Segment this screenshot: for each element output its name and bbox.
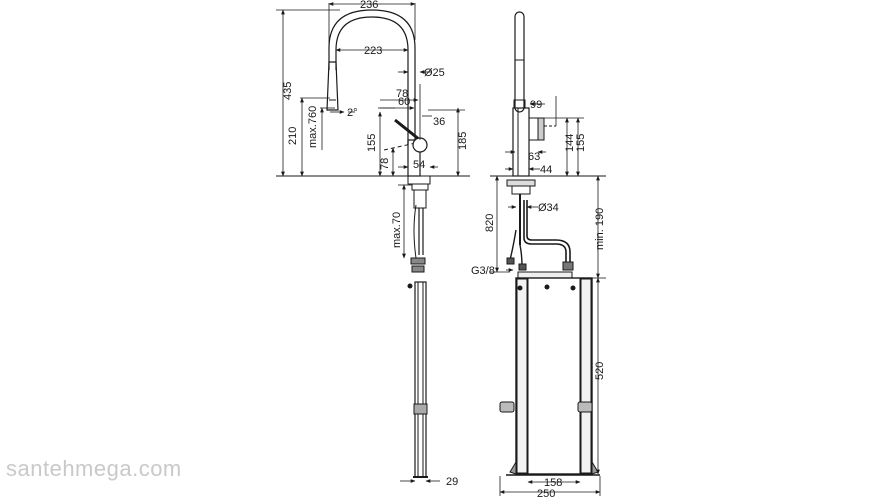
base-plate bbox=[407, 175, 431, 185]
dim-max-760: max.760 bbox=[307, 106, 319, 148]
dim-d34: Ø34 bbox=[538, 202, 559, 214]
weight-box bbox=[515, 277, 593, 475]
front-view-labels: 99 63 44 144 155 Ø34 820 min. 190 G3/8 5… bbox=[471, 99, 606, 500]
dim-min-190: min. 190 bbox=[594, 208, 606, 250]
dim-155-front: 155 bbox=[575, 134, 587, 152]
dim-99: 99 bbox=[530, 99, 542, 111]
spout-arc-inner bbox=[335, 16, 409, 145]
dim-g3-8: G3/8 bbox=[471, 265, 495, 277]
dim-210: 210 bbox=[287, 127, 299, 145]
dim-155: 155 bbox=[366, 134, 378, 152]
wall-clip-left bbox=[499, 401, 515, 413]
side-view-labels: 236 223 Ø25 435 210 max.760 2° 78 60 36 … bbox=[282, 0, 469, 488]
dim-520: 520 bbox=[594, 362, 606, 380]
dim-2deg: 2° bbox=[347, 107, 358, 119]
dim-44: 44 bbox=[540, 164, 552, 176]
front-handle bbox=[537, 117, 545, 141]
dim-54: 54 bbox=[413, 159, 425, 171]
front-view bbox=[490, 11, 606, 496]
dim-158: 158 bbox=[544, 477, 562, 489]
dim-236: 236 bbox=[360, 0, 378, 11]
spray-head bbox=[326, 61, 339, 111]
dim-223: 223 bbox=[364, 45, 382, 57]
front-body bbox=[512, 107, 530, 177]
dim-250: 250 bbox=[537, 488, 555, 500]
dim-29: 29 bbox=[446, 476, 458, 488]
side-view bbox=[276, 2, 470, 483]
lever-handle bbox=[394, 118, 421, 142]
dim-820: 820 bbox=[484, 214, 496, 232]
dim-d25: Ø25 bbox=[424, 67, 445, 79]
handle-pivot bbox=[412, 137, 428, 153]
dim-185: 185 bbox=[457, 132, 469, 150]
weight-tube bbox=[414, 281, 427, 478]
hose-loop bbox=[523, 200, 567, 262]
dim-max-70: max.70 bbox=[391, 212, 403, 248]
dim-78: 78 bbox=[396, 88, 408, 100]
wall-clip-right bbox=[577, 401, 593, 413]
dim-60: 60 bbox=[398, 96, 410, 108]
shank bbox=[413, 189, 427, 209]
spout-arc-outer bbox=[328, 9, 416, 145]
dim-435: 435 bbox=[282, 82, 294, 100]
dim-63: 63 bbox=[528, 151, 540, 163]
dim-36: 36 bbox=[433, 116, 445, 128]
dim-78-vertical: 78 bbox=[379, 158, 391, 170]
front-spout bbox=[514, 11, 525, 113]
dim-144: 144 bbox=[564, 134, 576, 152]
watermark: santehmega.com bbox=[6, 456, 182, 481]
